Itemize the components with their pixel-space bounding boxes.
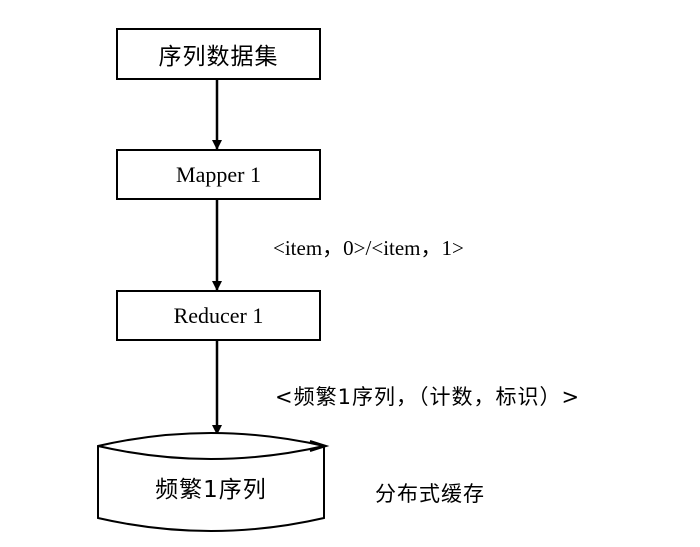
- storage-caption: 分布式缓存: [375, 482, 485, 506]
- node-mapper: Mapper 1: [116, 149, 321, 200]
- node-reducer: Reducer 1: [116, 290, 321, 341]
- storage-cylinder: [97, 432, 330, 532]
- node-sequence-dataset: 序列数据集: [116, 28, 321, 80]
- node-storage-label: 频繁1序列: [155, 477, 267, 503]
- node-mapper-label: Mapper 1: [176, 161, 261, 187]
- node-sequence-dataset-label: 序列数据集: [158, 44, 279, 70]
- edge-label-reducer-output: <频繁1序列，（计数，标识）>: [275, 385, 581, 409]
- node-reducer-label: Reducer 1: [173, 302, 264, 328]
- edge-label-mapper-output: <item，0>/<item，1>: [273, 236, 464, 260]
